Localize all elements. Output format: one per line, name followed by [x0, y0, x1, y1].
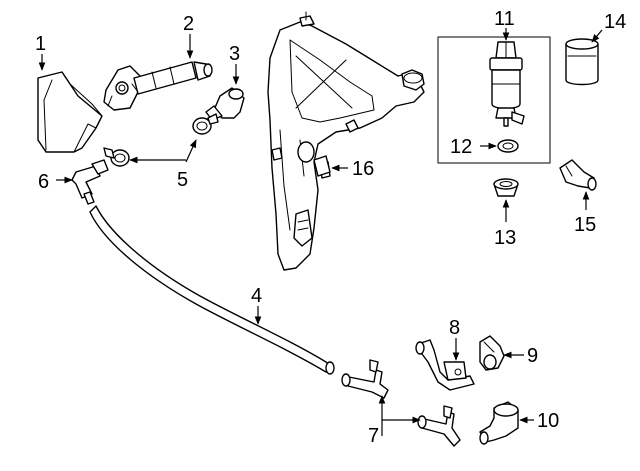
callout-10: 10 [537, 410, 559, 432]
part-3-elbow-connector[interactable] [205, 87, 245, 121]
part-8-hose-fitting[interactable] [415, 339, 475, 391]
part-1-nozzle-cover[interactable] [37, 71, 103, 153]
callout-5: 5 [177, 169, 188, 191]
part-11-group-box [437, 36, 551, 164]
callout-4: 4 [251, 285, 262, 307]
callout-3: 3 [229, 43, 240, 65]
part-16-retaining-clip[interactable] [313, 155, 331, 177]
callout-14: 14 [604, 11, 626, 33]
part-5-hose-clamp-lower[interactable] [103, 147, 130, 167]
callout-15: 15 [574, 214, 596, 236]
callout-1: 1 [35, 33, 46, 55]
callout-6: 6 [38, 171, 49, 193]
part-14-sleeve[interactable] [565, 38, 599, 86]
part-10-elbow-fitting[interactable] [479, 401, 519, 445]
part-4-washer-hose[interactable] [89, 205, 335, 375]
part-13-reservoir-grommet[interactable] [493, 178, 519, 197]
leader-5-a [185, 139, 197, 163]
part-6-t-connector[interactable] [71, 159, 109, 205]
part-2-telescopic-nozzle[interactable] [103, 61, 213, 111]
part-11-washer-pump[interactable] [489, 41, 525, 127]
callout-11: 11 [494, 8, 515, 30]
part-7-t-fitting-lower[interactable] [417, 405, 461, 447]
callout-13: 13 [494, 227, 516, 249]
part-7-t-fitting-upper[interactable] [341, 359, 389, 399]
part-5-hose-clamp-upper[interactable] [192, 113, 219, 135]
part-15-connector[interactable] [559, 159, 597, 191]
leader-14 [591, 29, 603, 43]
part-12-pump-grommet[interactable] [497, 139, 519, 153]
callout-12: 12 [450, 136, 472, 158]
callout-numbers: 1 2 3 4 5 6 7 8 9 10 11 12 13 14 15 16 [35, 8, 626, 447]
washer-fluid-reservoir[interactable] [267, 11, 425, 271]
callout-8: 8 [449, 317, 460, 339]
callout-16: 16 [352, 158, 374, 180]
callout-7: 7 [368, 425, 379, 447]
callout-2: 2 [183, 13, 194, 35]
leader-lines [38, 28, 603, 436]
part-9-connector[interactable] [479, 335, 505, 371]
callout-9: 9 [527, 345, 538, 367]
